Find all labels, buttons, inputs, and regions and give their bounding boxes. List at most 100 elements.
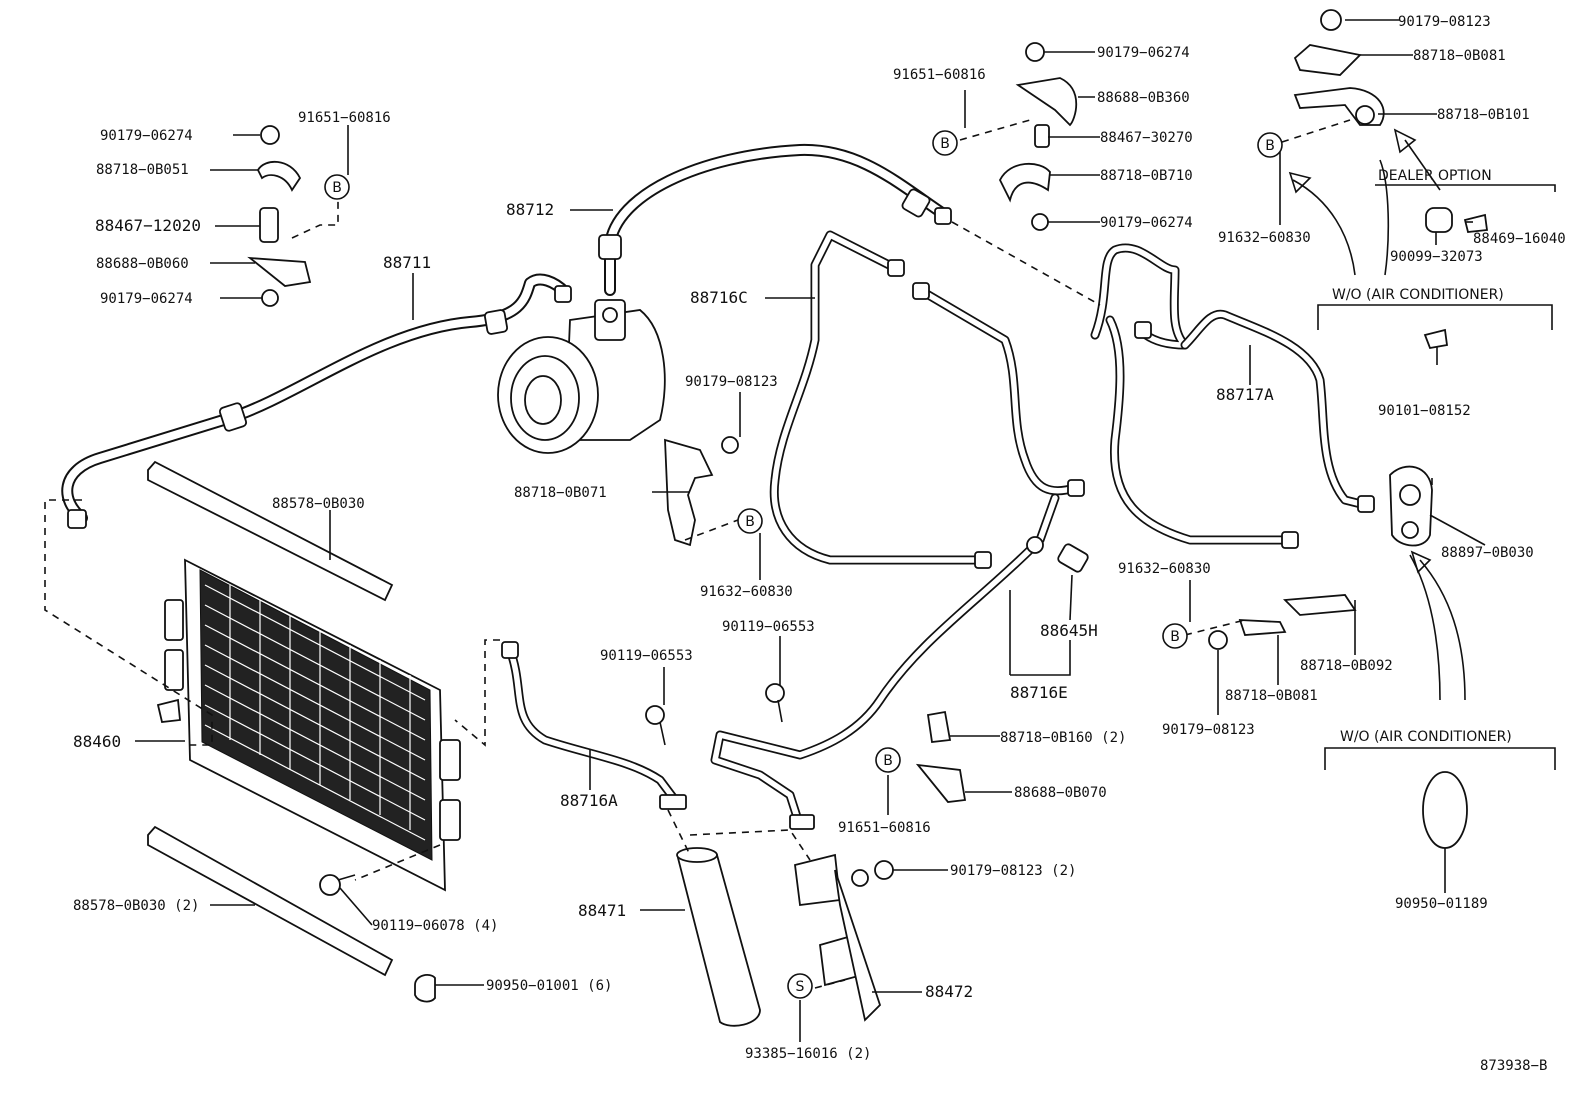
callout-s-1: S bbox=[787, 973, 813, 999]
label-91651-60816: 91651−60816 bbox=[298, 110, 391, 126]
pipe-88716C bbox=[769, 230, 992, 569]
label-88688-0B060: 88688−0B060 bbox=[96, 256, 189, 272]
pipe-88717A bbox=[1090, 243, 1375, 549]
pipe-bracket bbox=[789, 814, 815, 830]
pipe-nut bbox=[554, 285, 572, 303]
label-88718-0B101: 88718−0B101 bbox=[1437, 107, 1530, 123]
label-91651-60816: 91651−60816 bbox=[893, 67, 986, 83]
label-91632-60830: 91632−60830 bbox=[700, 584, 793, 600]
svg-text:B: B bbox=[1170, 629, 1180, 645]
label-88471: 88471 bbox=[578, 901, 626, 920]
label-wo-air-conditioner: W/O (AIR CONDITIONER) bbox=[1332, 287, 1504, 303]
label-88472: 88472 bbox=[925, 982, 973, 1001]
pipe-nut bbox=[67, 509, 87, 529]
callout-b-6: B bbox=[875, 747, 901, 773]
hose-fitting bbox=[218, 402, 248, 432]
label-91632-60830: 91632−60830 bbox=[1218, 230, 1311, 246]
label-88578-0B030: 88578−0B030 bbox=[272, 496, 365, 512]
pipe-joint bbox=[1026, 536, 1044, 554]
pipe-88716A bbox=[501, 641, 687, 810]
leader-lines bbox=[135, 19, 1556, 1042]
label-90179-08123: 90179−08123 bbox=[1398, 14, 1491, 30]
label-91651-60816: 91651−60816 bbox=[838, 820, 931, 836]
bracket-88472 bbox=[794, 853, 882, 1022]
label-88717A: 88717A bbox=[1216, 385, 1274, 404]
label-90950-01189: 90950−01189 bbox=[1395, 896, 1488, 912]
label-90179-06274: 90179−06274 bbox=[100, 291, 193, 307]
pipe-nut bbox=[974, 551, 992, 569]
label-88718-0B092: 88718−0B092 bbox=[1300, 658, 1393, 674]
label-88467-12020: 88467−12020 bbox=[95, 216, 201, 235]
label-90950-01001: 90950−01001 (6) bbox=[486, 978, 612, 994]
label-88718-0B071: 88718−0B071 bbox=[514, 485, 607, 501]
label-90119-06553: 90119−06553 bbox=[722, 619, 815, 635]
hose-fitting bbox=[901, 188, 931, 218]
label-90119-06078: 90119−06078 (4) bbox=[372, 918, 498, 934]
label-88716C: 88716C bbox=[690, 288, 748, 307]
pipe-nut bbox=[1281, 531, 1299, 549]
pipe-nut bbox=[1067, 479, 1085, 497]
label-93385-16016: 93385−16016 (2) bbox=[745, 1046, 871, 1062]
label-88716A: 88716A bbox=[560, 791, 618, 810]
label-88716E: 88716E bbox=[1010, 683, 1068, 702]
receiver-dryer-88471 bbox=[676, 847, 761, 1027]
dashed-links bbox=[44, 119, 1433, 989]
pipe-88716E bbox=[710, 282, 1085, 830]
condenser-88460 bbox=[156, 558, 461, 892]
svg-text:S: S bbox=[796, 979, 805, 995]
pipe-nut bbox=[912, 282, 930, 300]
label-90119-06553: 90119−06553 bbox=[600, 648, 693, 664]
small-parts bbox=[247, 9, 1489, 1003]
seal-strip-88578-0B030-lower bbox=[147, 825, 394, 977]
callout-b-5: B bbox=[1162, 623, 1188, 649]
pipe-nut bbox=[934, 207, 952, 225]
label-90179-06274: 90179−06274 bbox=[100, 128, 193, 144]
label-88578-0B030: 88578−0B030 (2) bbox=[73, 898, 199, 914]
label-88718-0B051: 88718−0B051 bbox=[96, 162, 189, 178]
label-91632-60830: 91632−60830 bbox=[1118, 561, 1211, 577]
pipe-nut bbox=[501, 641, 519, 659]
label-88711: 88711 bbox=[383, 253, 431, 272]
label-88718-0B081: 88718−0B081 bbox=[1225, 688, 1318, 704]
label-88688-0B360: 88688−0B360 bbox=[1097, 90, 1190, 106]
label-88718-0B081: 88718−0B081 bbox=[1413, 48, 1506, 64]
hose-88712 bbox=[598, 143, 952, 296]
label-88718-0B710: 88718−0B710 bbox=[1100, 168, 1193, 184]
pipe-nut bbox=[887, 259, 905, 277]
label-88688-0B070: 88688−0B070 bbox=[1014, 785, 1107, 801]
hose-fitting bbox=[483, 309, 509, 335]
svg-text:B: B bbox=[1265, 138, 1275, 154]
label-90179-08123: 90179−08123 bbox=[685, 374, 778, 390]
label-88712: 88712 bbox=[506, 200, 554, 219]
hose-fitting bbox=[598, 234, 622, 260]
callout-b-4: B bbox=[737, 508, 763, 534]
callout-b-2: B bbox=[932, 130, 958, 156]
part-labels: 90179−08123 88718−0B081 88718−0B101 DEAL… bbox=[73, 14, 1566, 1074]
label-90101-08152: 90101−08152 bbox=[1378, 403, 1471, 419]
label-88460: 88460 bbox=[73, 732, 121, 751]
label-88469-16040: 88469−16040 bbox=[1473, 231, 1566, 247]
hose-88711 bbox=[61, 273, 572, 529]
callout-b-1: B bbox=[324, 174, 350, 200]
label-90179-06274: 90179−06274 bbox=[1100, 215, 1193, 231]
label-88718-0B160: 88718−0B160 (2) bbox=[1000, 730, 1126, 746]
label-90179-08123: 90179−08123 bbox=[1162, 722, 1255, 738]
compressor bbox=[497, 299, 666, 454]
pipe-bracket bbox=[659, 794, 687, 810]
label-90179-08123: 90179−08123 (2) bbox=[950, 863, 1076, 879]
label-90179-06274: 90179−06274 bbox=[1097, 45, 1190, 61]
callout-b-3: B bbox=[1257, 132, 1283, 158]
pipe-nut bbox=[1134, 321, 1152, 339]
label-88645H: 88645H bbox=[1040, 621, 1098, 640]
label-88467-30270: 88467−30270 bbox=[1100, 130, 1193, 146]
svg-text:B: B bbox=[940, 136, 950, 152]
svg-text:B: B bbox=[745, 514, 755, 530]
seal-strip-88578-0B030 bbox=[147, 460, 394, 602]
svg-text:B: B bbox=[883, 753, 893, 769]
label-dealer-option: DEALER OPTION bbox=[1378, 168, 1492, 184]
pipe-nut bbox=[1357, 495, 1375, 513]
label-90099-32073: 90099−32073 bbox=[1390, 249, 1483, 265]
svg-text:B: B bbox=[332, 180, 342, 196]
label-wo-air-conditioner: W/O (AIR CONDITIONER) bbox=[1340, 729, 1512, 745]
